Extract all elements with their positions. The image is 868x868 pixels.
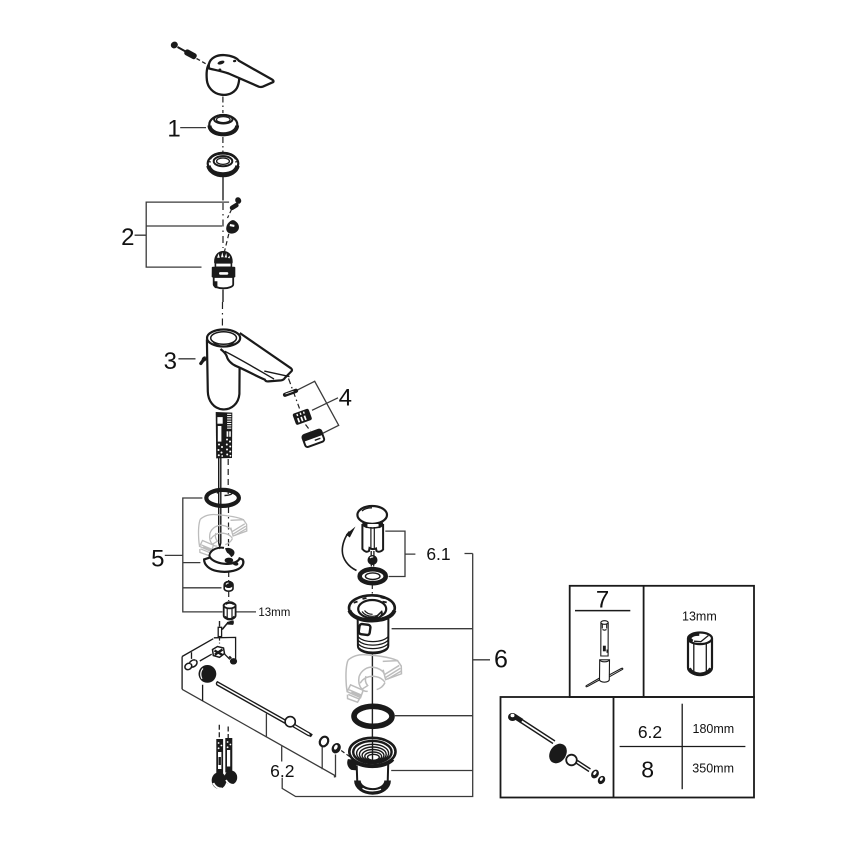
svg-text:180mm: 180mm <box>693 722 735 736</box>
svg-text:1: 1 <box>167 116 180 143</box>
svg-text:350mm: 350mm <box>692 762 734 776</box>
svg-text:6.2: 6.2 <box>270 761 294 781</box>
svg-text:8: 8 <box>641 756 654 782</box>
svg-text:13mm: 13mm <box>682 609 717 623</box>
svg-text:4: 4 <box>339 385 352 412</box>
svg-text:7: 7 <box>596 587 609 614</box>
svg-text:13mm: 13mm <box>258 607 290 619</box>
svg-text:6: 6 <box>494 646 508 674</box>
svg-text:2: 2 <box>121 224 134 251</box>
svg-text:6.1: 6.1 <box>426 544 450 564</box>
svg-text:5: 5 <box>151 545 164 572</box>
svg-text:6.2: 6.2 <box>638 722 662 742</box>
svg-text:3: 3 <box>164 348 177 375</box>
